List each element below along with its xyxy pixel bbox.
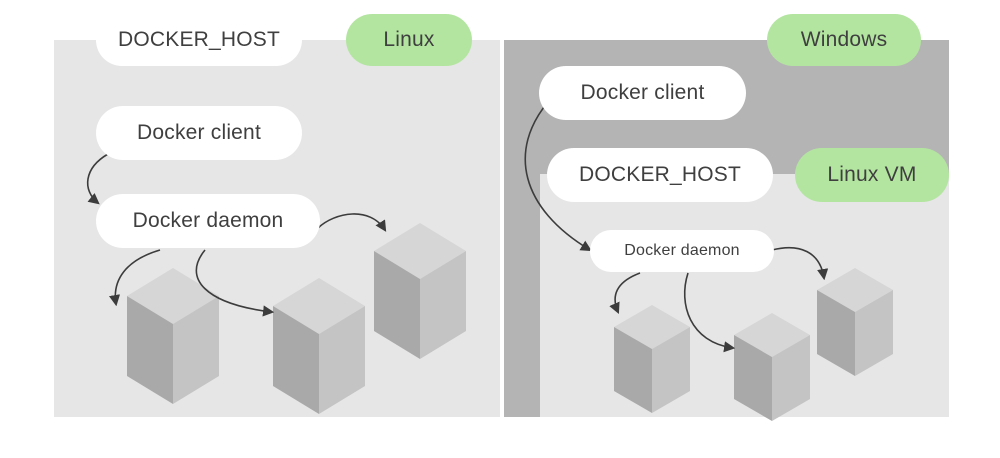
daemon-to-container-arrow xyxy=(609,272,641,315)
linux-docker-client: Docker client xyxy=(96,106,302,160)
linux-vm-badge: Linux VM xyxy=(795,148,949,202)
container-icon xyxy=(817,268,893,376)
daemon-to-container-arrow xyxy=(683,272,736,353)
linux-os-badge: Linux xyxy=(346,14,472,66)
container-icon xyxy=(273,278,365,414)
container-icon xyxy=(374,223,466,359)
daemon-to-container-arrow xyxy=(109,249,161,307)
windows-docker-client: Docker client xyxy=(539,66,746,120)
linux-docker-host-label: DOCKER_HOST xyxy=(96,14,302,66)
daemon-to-container-arrow xyxy=(771,246,829,281)
container-icon xyxy=(734,313,810,421)
client-to-daemon-arrow xyxy=(524,101,592,252)
client-to-daemon-arrow xyxy=(86,153,109,205)
daemon-to-container-arrow xyxy=(195,249,275,317)
daemon-to-container-arrow xyxy=(317,213,387,232)
container-icon xyxy=(614,305,690,413)
windows-os-badge: Windows xyxy=(767,14,921,66)
windows-docker-host-label: DOCKER_HOST xyxy=(547,148,773,202)
windows-docker-daemon: Docker daemon xyxy=(590,230,774,272)
linux-docker-daemon: Docker daemon xyxy=(96,194,320,248)
